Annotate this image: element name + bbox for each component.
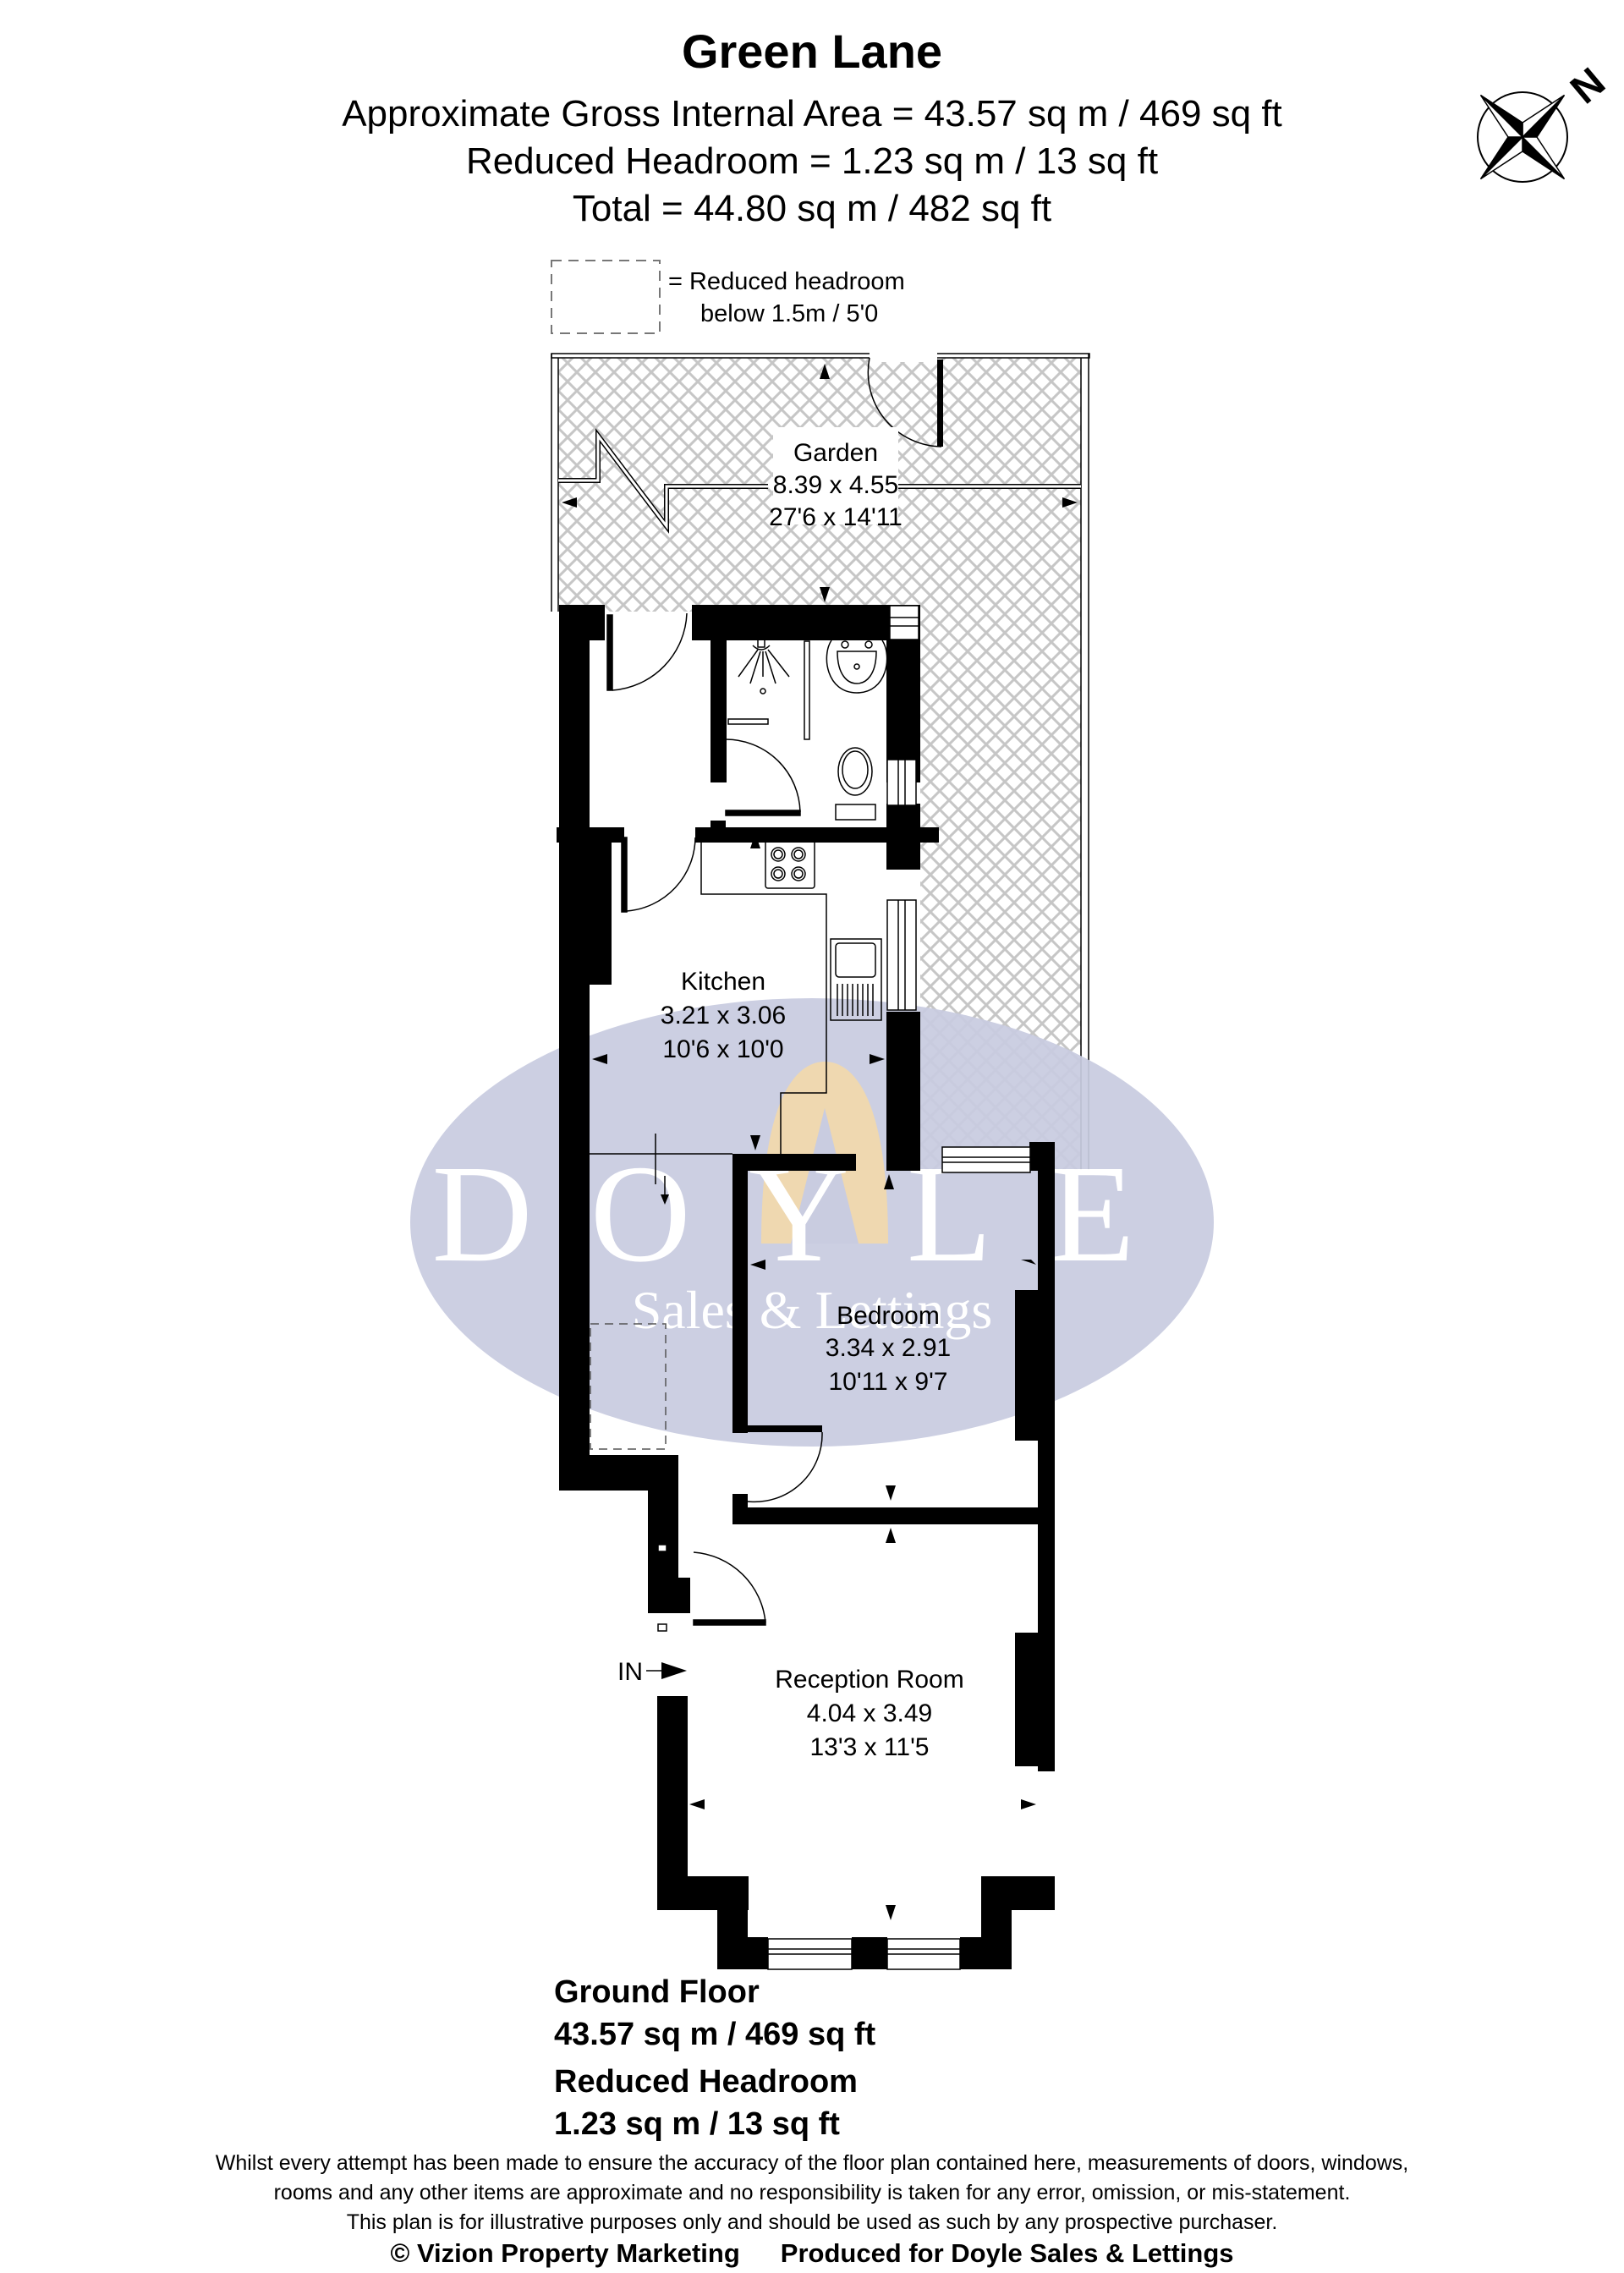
svg-text:10'11 x 9'7: 10'11 x 9'7 (828, 1368, 947, 1396)
legend-line-1: = Reduced headroom (668, 268, 905, 295)
room-label-bedroom: Bedroom 3.34 x 2.91 10'11 x 9'7 (826, 1302, 951, 1396)
room-label-garden: Garden 8.39 x 4.55 27'6 x 14'11 (769, 439, 903, 531)
room-label-reception-room: Reception Room 4.04 x 3.49 13'3 x 11'5 (775, 1666, 963, 1761)
svg-text:4.04 x 3.49: 4.04 x 3.49 (807, 1699, 932, 1727)
disclaimer-line-3: This plan is for illustrative purposes o… (346, 2210, 1278, 2234)
headroom-area: 1.23 sq m / 13 sq ft (554, 2106, 840, 2142)
shower-room-fittings (727, 640, 888, 821)
reduced-headroom-area (590, 1323, 667, 1450)
svg-text:Kitchen: Kitchen (681, 968, 765, 996)
washbasin-icon (826, 640, 888, 694)
toilet-icon (835, 747, 876, 821)
windows (767, 605, 1031, 1970)
reduced-headroom-area: Reduced Headroom = 1.23 sq m / 13 sq ft (465, 140, 1159, 182)
floor-area: 43.57 sq m / 469 sq ft (554, 2017, 876, 2052)
north-label: N (1562, 59, 1614, 113)
kitchen-units (590, 838, 882, 1184)
room-label-kitchen: Kitchen 3.21 x 3.06 10'6 x 10'0 (661, 968, 786, 1063)
copyright: © Vizion Property Marketing (390, 2238, 740, 2268)
gross-internal-area: Approximate Gross Internal Area = 43.57 … (342, 93, 1282, 135)
doors (606, 612, 823, 1632)
legend-dashed-rectangle (551, 260, 661, 334)
shower-icon (738, 640, 790, 695)
total-area: Total = 44.80 sq m / 482 sq ft (572, 188, 1052, 229)
watermark-tagline: Sales & Lettings (632, 1280, 993, 1340)
dimension-arrows (592, 833, 1036, 1920)
credits: © Vizion Property Marketing Produced for … (0, 2238, 1624, 2269)
sink-icon (830, 938, 882, 1021)
svg-text:Garden: Garden (793, 439, 878, 467)
disclaimer-line-1: Whilst every attempt has been made to en… (215, 2151, 1409, 2175)
legend-line-2: below 1.5m / 5'0 (700, 300, 879, 327)
walls (557, 605, 1055, 1969)
svg-text:8.39 x 4.55: 8.39 x 4.55 (773, 471, 898, 499)
produced-for: Produced for Doyle Sales & Lettings (780, 2238, 1234, 2268)
disclaimer-line-2: rooms and any other items are approximat… (273, 2181, 1351, 2204)
entrance-arrow-icon (661, 1662, 687, 1679)
svg-text:13'3 x 11'5: 13'3 x 11'5 (809, 1733, 929, 1761)
hob-icon (765, 838, 815, 889)
floor-summary: Ground Floor 43.57 sq m / 469 sq ft Redu… (554, 1971, 875, 2145)
compass-rose-icon (1477, 91, 1568, 183)
doyle-watermark: DOYLE Sales & Lettings (410, 998, 1214, 1447)
disclaimer: Whilst every attempt has been made to en… (0, 2149, 1624, 2237)
svg-text:3.34 x 2.91: 3.34 x 2.91 (826, 1334, 951, 1362)
svg-text:10'6 x 10'0: 10'6 x 10'0 (662, 1035, 783, 1063)
plan-title: Green Lane (681, 25, 943, 78)
legend: = Reduced headroom below 1.5m / 5'0 (668, 266, 905, 330)
svg-text:3.21 x 3.06: 3.21 x 3.06 (661, 1002, 786, 1029)
entrance-marker: IN (617, 1658, 687, 1686)
svg-text:IN: IN (617, 1658, 643, 1686)
svg-text:Bedroom: Bedroom (837, 1302, 940, 1330)
svg-text:Reception Room: Reception Room (775, 1666, 963, 1694)
headroom-label: Reduced Headroom (554, 2064, 858, 2100)
svg-text:27'6 x 14'11: 27'6 x 14'11 (769, 503, 903, 531)
floor-name: Ground Floor (554, 1974, 760, 2010)
